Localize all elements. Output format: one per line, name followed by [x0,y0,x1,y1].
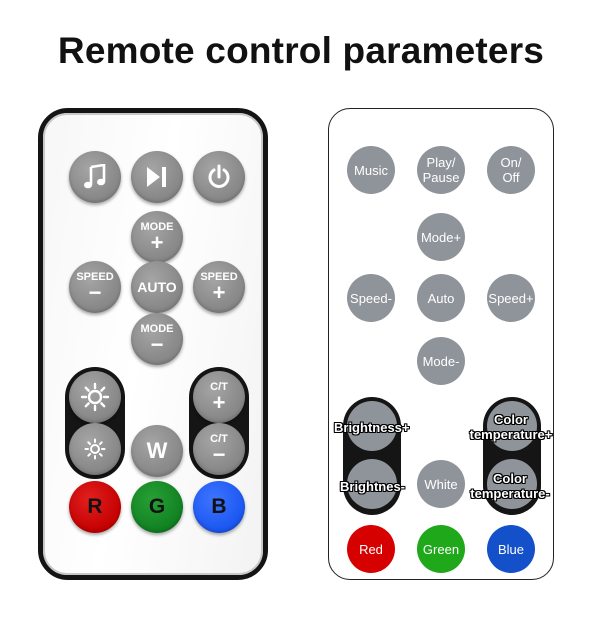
plus-sign: + [212,389,226,415]
plus-sign: + [212,279,226,305]
speed-label: SPEED [200,270,238,283]
color-temperature-minus-button[interactable]: C/T − [193,423,245,475]
diagram-red-button[interactable]: Red [347,525,395,573]
play-pause-label: Play/ Pause [422,155,460,185]
mode-minus-button[interactable]: MODE − [131,313,183,365]
green-label: Green [422,541,460,557]
red-label: Red [359,541,383,557]
diagram-color-temperature-pill [483,397,541,515]
diagram-color-temperature-plus-button[interactable] [487,401,537,451]
plus-sign: + [150,229,164,255]
green-label: G [148,495,166,518]
auto-label: AUTO [137,279,177,295]
page-title: Remote control parameters [57,30,545,71]
speed-minus-label: Speed- [350,290,392,306]
power-button[interactable] [193,151,245,203]
color-temperature-plus-button[interactable]: C/T + [193,371,245,423]
blue-label: B [211,495,227,518]
auto-label: Auto [427,290,455,306]
diagram-brightness-plus-button[interactable] [347,401,397,451]
remote-diagram: Music Play/ Pause On/ Off Mode+ Speed- A… [328,108,554,580]
speed-label: SPEED [76,270,114,283]
red-label: R [87,495,103,518]
speed-plus-label: Speed+ [488,290,534,306]
sun-small-icon [83,437,107,461]
diagram-brightness-pill [343,397,401,515]
green-button[interactable]: G [131,481,183,533]
diagram-auto-button[interactable]: Auto [417,274,465,322]
sun-large-icon [80,382,110,412]
blue-button[interactable]: B [193,481,245,533]
diagram-speed-plus-button[interactable]: Speed+ [487,274,535,322]
diagram-color-temperature-minus-button[interactable] [487,459,537,509]
white-button[interactable]: W [131,425,183,477]
minus-sign: − [212,441,226,467]
on-off-label: On/ Off [500,155,522,185]
minus-sign: − [88,279,102,305]
ct-label: C/T [210,380,228,393]
music-note-icon [83,164,107,190]
minus-sign: − [150,331,164,357]
mode-label: MODE [140,220,174,233]
mode-minus-label: Mode- [422,353,460,369]
blue-label: Blue [497,541,525,557]
mode-plus-label: Mode+ [420,229,462,245]
brightness-up-button[interactable] [69,371,121,423]
auto-button[interactable]: AUTO [131,261,183,313]
play-pause-icon [144,165,170,189]
red-button[interactable]: R [69,481,121,533]
diagram-brightness-minus-button[interactable] [347,459,397,509]
white-label: White [424,476,458,492]
diagram-music-button[interactable]: Music [347,146,395,194]
play-pause-button[interactable] [131,151,183,203]
diagram-mode-plus-button[interactable]: Mode+ [417,213,465,261]
speed-plus-button[interactable]: SPEED + [193,261,245,313]
remote-face: MODE + SPEED − AUTO SPEED + MODE − [43,113,263,575]
diagram-green-button[interactable]: Green [417,525,465,573]
brightness-down-button[interactable] [69,423,121,475]
diagram-white-button[interactable]: White [417,460,465,508]
diagram-on-off-button[interactable]: On/ Off [487,146,535,194]
brightness-pill [65,367,125,479]
music-button[interactable] [69,151,121,203]
ct-label: C/T [210,432,228,445]
mode-label: MODE [140,322,174,335]
speed-minus-button[interactable]: SPEED − [69,261,121,313]
music-label: Music [354,162,388,178]
mode-plus-button[interactable]: MODE + [131,211,183,263]
white-label: W [146,438,168,463]
color-temperature-pill: C/T + C/T − [189,367,249,479]
remote-control-photo: MODE + SPEED − AUTO SPEED + MODE − [38,108,268,580]
power-icon [206,164,232,190]
diagram-mode-minus-button[interactable]: Mode- [417,337,465,385]
diagram-blue-button[interactable]: Blue [487,525,535,573]
diagram-play-pause-button[interactable]: Play/ Pause [417,146,465,194]
diagram-speed-minus-button[interactable]: Speed- [347,274,395,322]
